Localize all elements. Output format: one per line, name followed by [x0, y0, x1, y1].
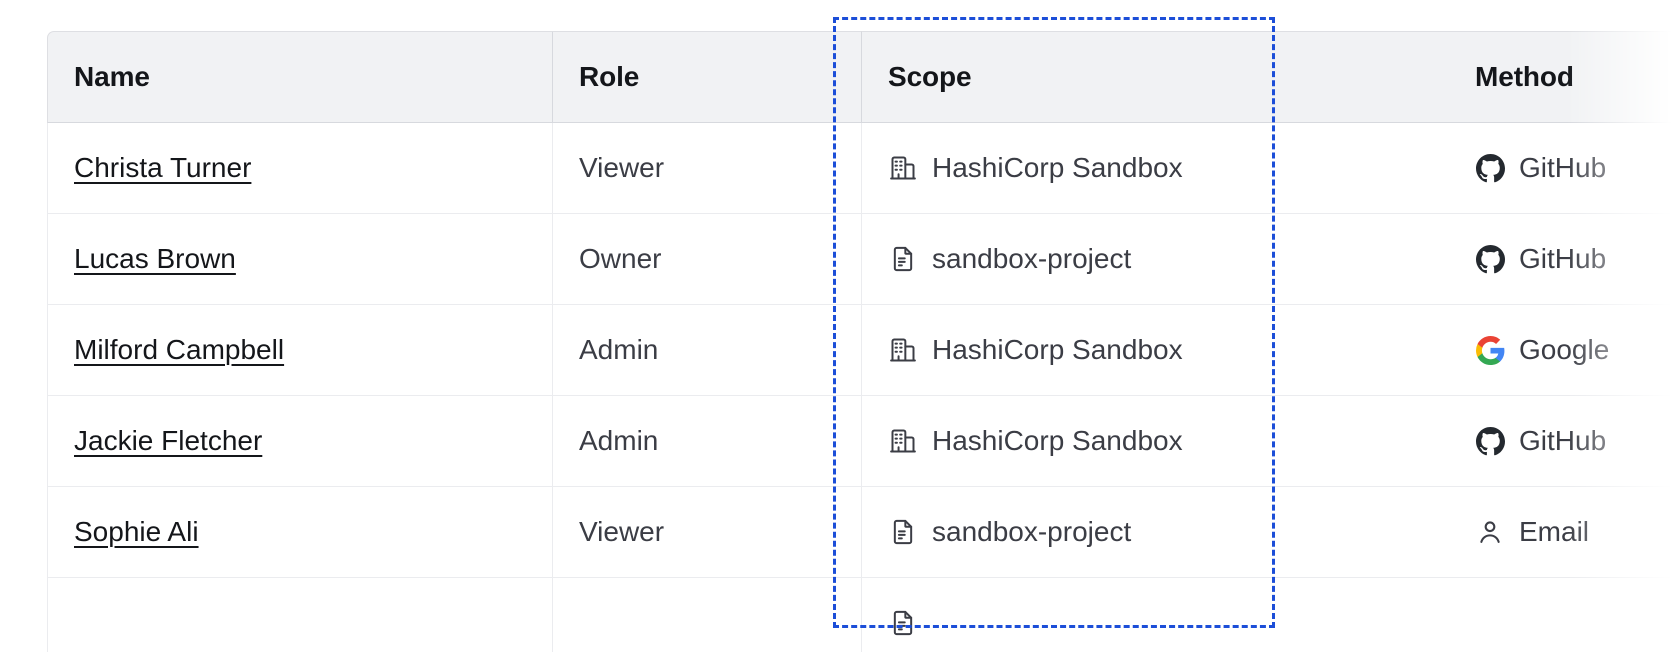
cell-role: Admin — [553, 305, 862, 396]
cell-scope: sandbox-project — [862, 214, 1449, 305]
cell-method: GitHub — [1449, 123, 1672, 214]
table-header-row: Name Role Scope Method — [47, 31, 1672, 123]
cell-scope: sandbox-project — [862, 487, 1449, 578]
cell-method: GitHub — [1449, 396, 1672, 487]
cell-name: Jackie Fletcher — [47, 396, 553, 487]
cell-name: Sophie Ali — [47, 487, 553, 578]
organization-icon — [888, 426, 918, 456]
cell-scope — [862, 578, 1449, 652]
github-icon — [1475, 426, 1505, 456]
column-header-method[interactable]: Method — [1449, 31, 1672, 123]
cell-role: Owner — [553, 214, 862, 305]
table-row — [47, 578, 1672, 652]
table-row: Milford Campbell Admin — [47, 305, 1672, 396]
table-row: Lucas Brown Owner sa — [47, 214, 1672, 305]
cell-role — [553, 578, 862, 652]
user-icon — [1475, 517, 1505, 547]
method-label: GitHub — [1519, 152, 1607, 183]
project-document-icon — [888, 517, 918, 547]
column-header-role[interactable]: Role — [553, 31, 862, 123]
table-header: Name Role Scope Method — [47, 31, 1672, 123]
table-row: Christa Turner Viewer — [47, 123, 1672, 214]
cell-scope: HashiCorp Sandbox — [862, 123, 1449, 214]
cell-scope: HashiCorp Sandbox — [862, 305, 1449, 396]
cell-role: Viewer — [553, 487, 862, 578]
cell-method: GitHub — [1449, 214, 1672, 305]
organization-icon — [888, 335, 918, 365]
users-table-scroll-container[interactable]: Name Role Scope Method Christa Turner Vi… — [47, 31, 1672, 652]
method-label: GitHub — [1519, 425, 1607, 456]
user-name-link[interactable]: Jackie Fletcher — [74, 425, 263, 456]
user-name-link[interactable]: Sophie Ali — [74, 516, 199, 547]
scope-label: sandbox-project — [932, 516, 1132, 547]
project-document-icon — [888, 244, 918, 274]
cell-name — [47, 578, 553, 652]
cell-name: Milford Campbell — [47, 305, 553, 396]
user-name-link[interactable]: Milford Campbell — [74, 334, 285, 365]
user-name-link[interactable]: Lucas Brown — [74, 243, 236, 274]
table-body: Christa Turner Viewer — [47, 123, 1672, 652]
table-row: Jackie Fletcher Admin — [47, 396, 1672, 487]
organization-icon — [888, 153, 918, 183]
table-row: Sophie Ali Viewer sa — [47, 487, 1672, 578]
scope-label: HashiCorp Sandbox — [932, 334, 1183, 365]
cell-role: Admin — [553, 396, 862, 487]
cell-method — [1449, 578, 1672, 652]
method-label: Email — [1519, 516, 1590, 547]
cell-method: Google — [1449, 305, 1672, 396]
github-icon — [1475, 153, 1505, 183]
cell-role: Viewer — [553, 123, 862, 214]
users-table: Name Role Scope Method Christa Turner Vi… — [47, 31, 1672, 652]
project-document-icon — [888, 608, 918, 638]
cell-name: Christa Turner — [47, 123, 553, 214]
github-icon — [1475, 244, 1505, 274]
cell-scope: HashiCorp Sandbox — [862, 396, 1449, 487]
method-label: GitHub — [1519, 243, 1607, 274]
scope-label: HashiCorp Sandbox — [932, 152, 1183, 183]
scope-label: sandbox-project — [932, 243, 1132, 274]
google-icon — [1475, 335, 1505, 365]
column-header-name[interactable]: Name — [47, 31, 553, 123]
cell-name: Lucas Brown — [47, 214, 553, 305]
cell-method: Email — [1449, 487, 1672, 578]
user-name-link[interactable]: Christa Turner — [74, 152, 252, 183]
column-header-scope[interactable]: Scope — [862, 31, 1449, 123]
scope-label: HashiCorp Sandbox — [932, 425, 1183, 456]
method-label: Google — [1519, 334, 1610, 365]
